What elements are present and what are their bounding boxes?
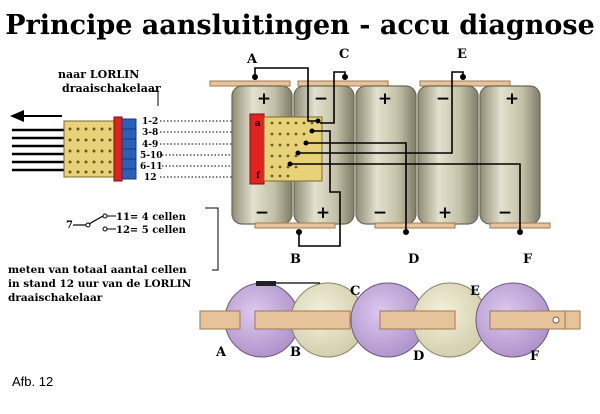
connector-letter-f: f [256,171,261,181]
pin-label: 6-11 [140,162,163,172]
layout-terminal-B: B [290,345,301,360]
selector-terminal: 7 [66,220,73,231]
terminal-B: B [290,252,301,267]
pack-connector: a f [249,113,323,185]
terminal-D: D [408,252,419,267]
pin-label: 3-8 [142,128,158,138]
polarity-marks: + − + − + − + − + − [255,89,519,223]
left-connector [63,116,137,182]
terminal-C: C [339,47,349,62]
polarity-top: + [378,89,392,109]
measure-note: meten van totaal aantal cellen in stand … [8,264,192,304]
cell-layout-diagram [199,281,581,358]
layout-terminal-labels: A B C D E F [215,284,540,364]
sense-wires [254,67,521,247]
pin-label: 1-2 [142,117,158,127]
pin-label: 12 [144,173,157,183]
selector-option-12: 12= 5 cellen [116,225,187,236]
measure-note-line3: draaischakelaar [8,292,103,304]
pin-label: 4-9 [142,140,158,150]
terminal-E: E [457,47,467,62]
polarity-bottom: − [255,203,269,223]
layout-terminal-E: E [470,284,480,299]
diagram-title: Principe aansluitingen - accu diagnose [5,10,595,41]
terminal-A: A [246,52,258,67]
layout-straps [199,310,566,330]
bottom-straps [254,222,551,229]
layout-terminal-D: D [413,349,424,364]
cable-bundle [12,128,64,172]
measure-note-line2: in stand 12 uur van de LORLIN [8,278,192,290]
polarity-bottom: + [316,203,330,223]
pin-label: 5-10 [140,151,163,161]
solder-points [252,74,523,235]
switch-label-leader [150,90,159,106]
cell-count-selector: 7 11= 4 cellen 12= 5 cellen [66,212,187,236]
terminal-F: F [523,252,533,267]
top-straps [209,80,511,87]
layout-terminal-F: F [530,349,540,364]
polarity-top: + [505,89,519,109]
figure-label: Afb. 12 [12,374,53,389]
polarity-bottom: − [498,203,512,223]
direction-arrow-icon [10,110,24,122]
measure-note-line1: meten van totaal aantal cellen [8,264,187,276]
switch-label-line2: draaischakelaar [62,82,161,95]
polarity-bottom: + [438,203,452,223]
connector-letter-a: a [255,119,261,129]
polarity-top: − [436,89,450,109]
layout-terminal-C: C [350,284,360,299]
pin-labels: 1-2 3-8 4-9 5-10 6-11 12 [140,117,163,183]
layout-terminal-A: A [215,345,227,360]
measure-note-leader [205,207,219,271]
polarity-bottom: − [373,203,387,223]
layout-end-hole [552,316,560,324]
selector-option-11: 11= 4 cellen [116,212,187,223]
switch-label-line1: naar LORLIN [58,68,139,81]
layout-sense-lead [256,281,276,286]
polarity-top: + [257,89,271,109]
polarity-top: − [314,89,328,109]
terminal-labels: A C E B D F [246,47,533,267]
